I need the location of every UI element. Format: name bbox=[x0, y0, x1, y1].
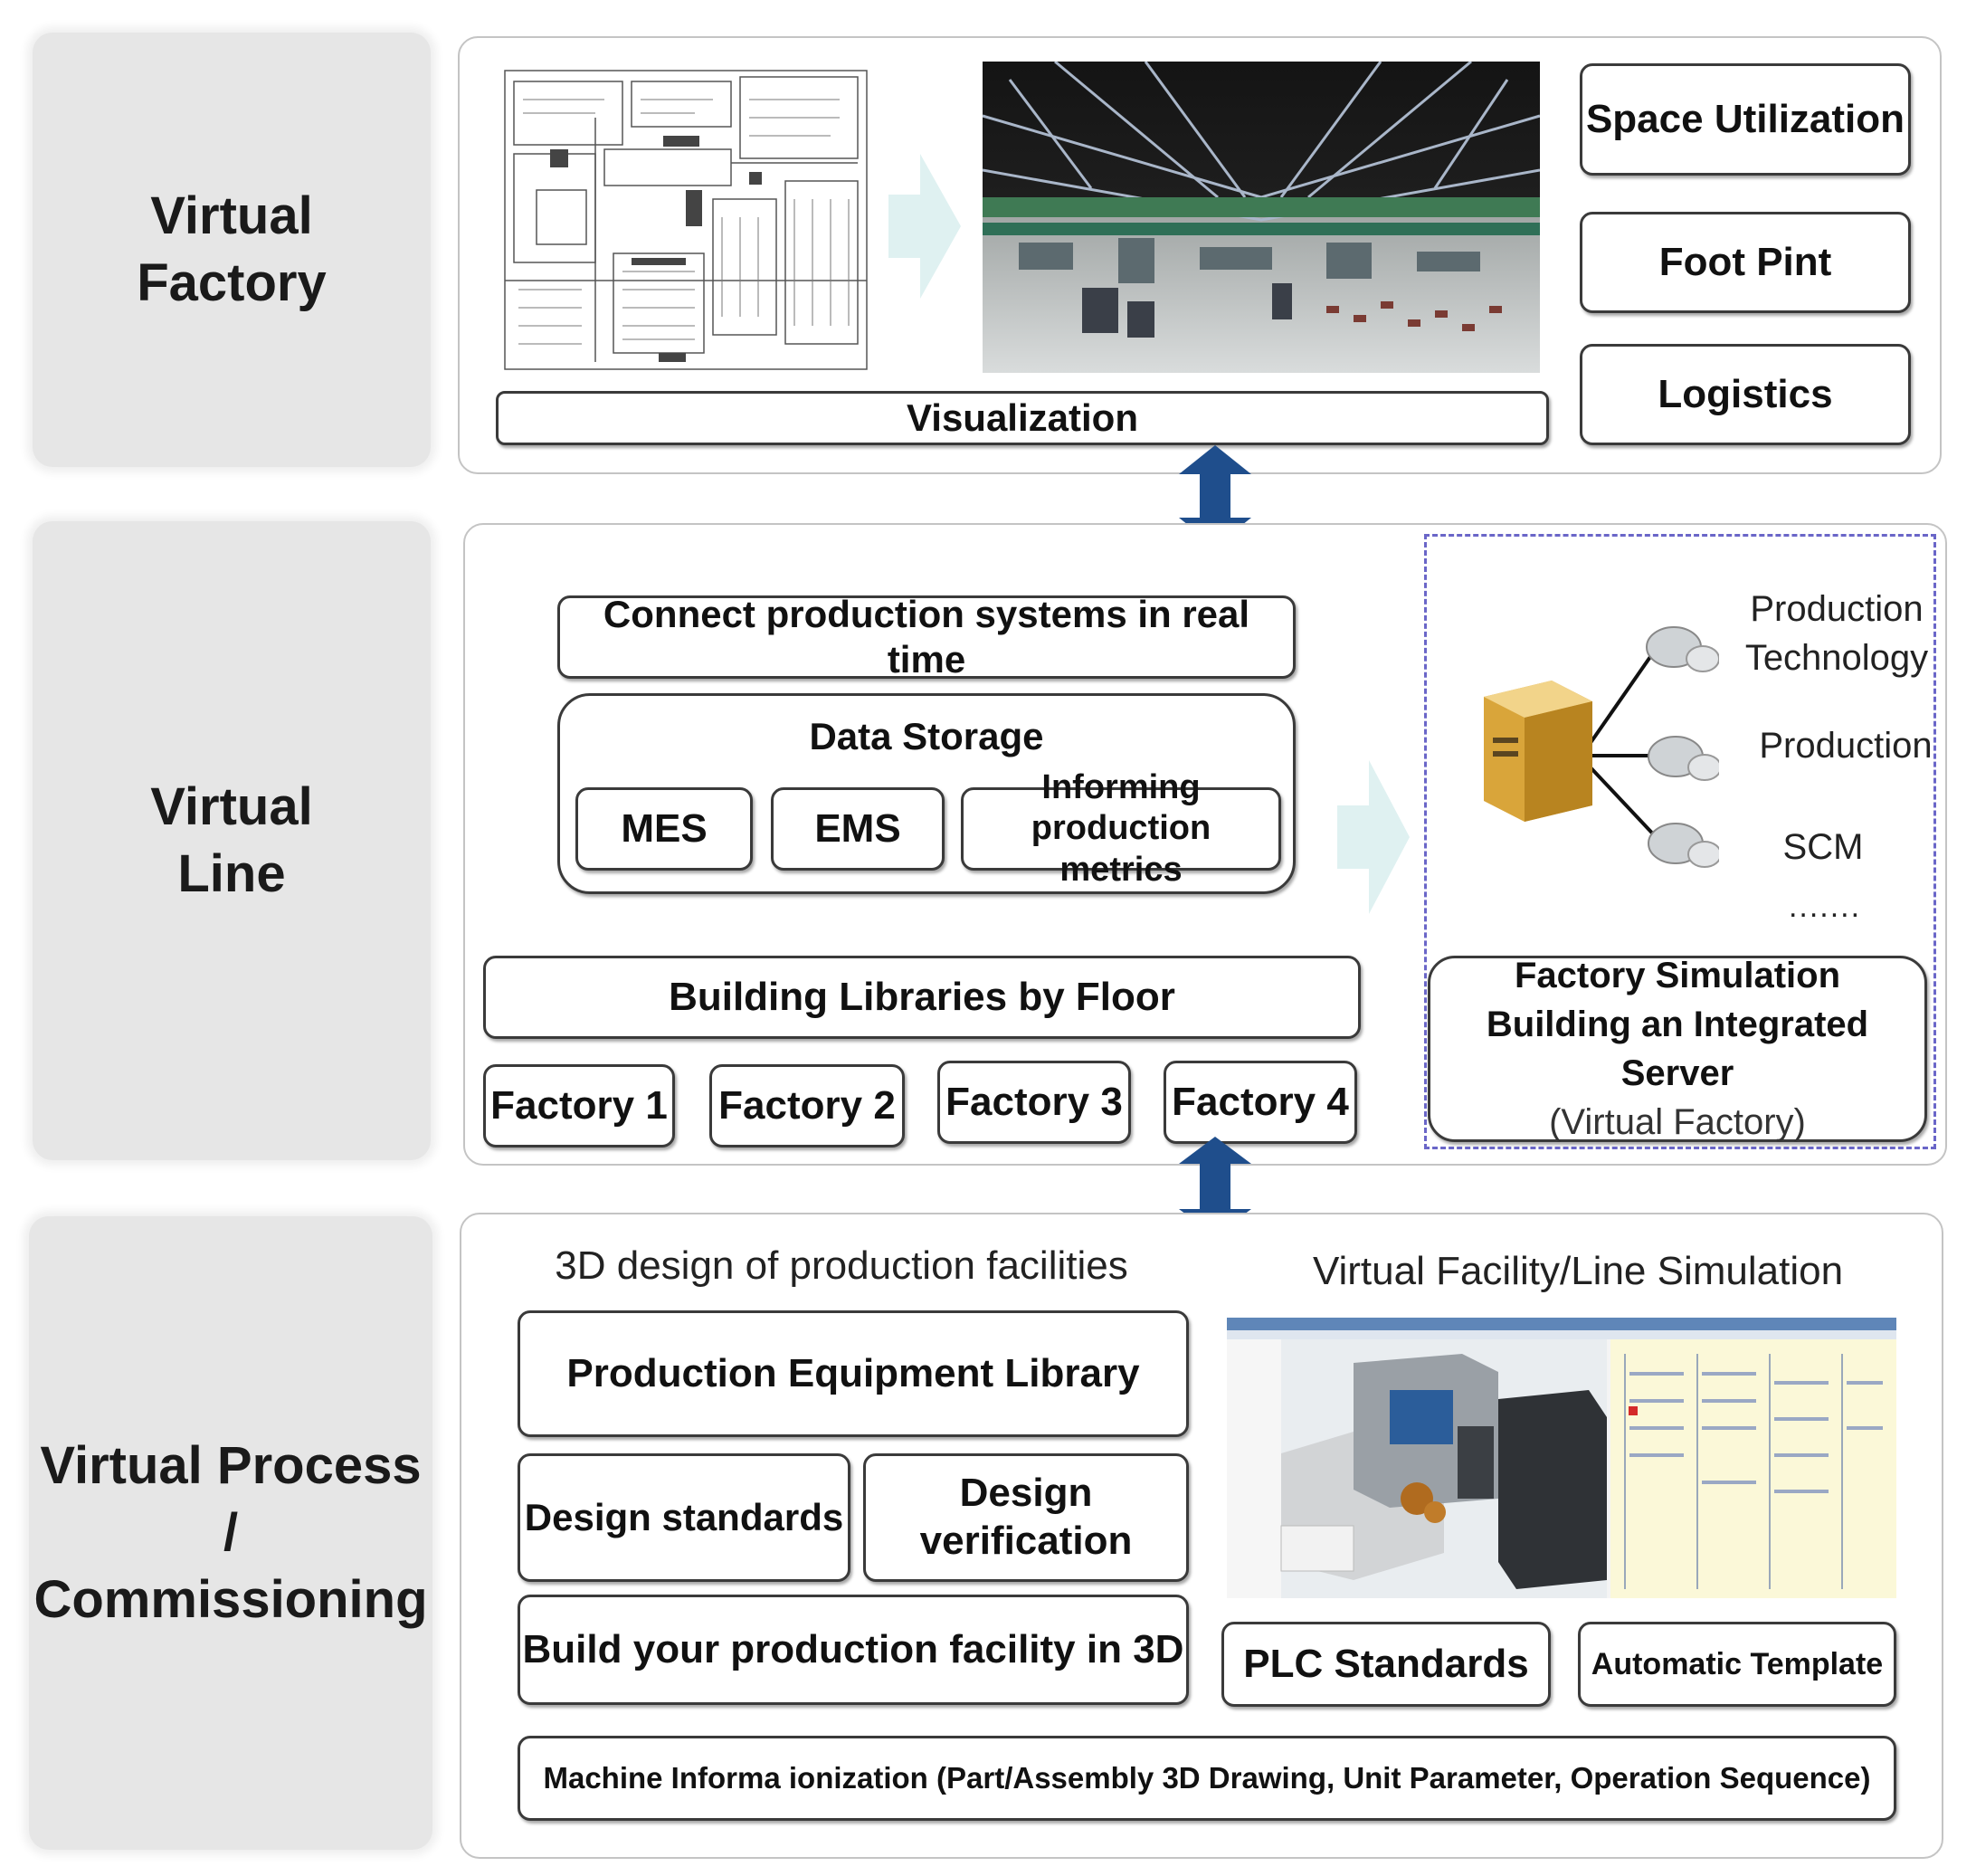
mes-box: MES bbox=[575, 787, 753, 871]
foot-print-label: Foot Pint bbox=[1658, 239, 1832, 284]
plc-standards-box: PLC Standards bbox=[1221, 1622, 1551, 1707]
space-utilization-box: Space Utilization bbox=[1580, 63, 1911, 176]
design-verification-label: Design verification bbox=[919, 1471, 1133, 1563]
automatic-template-box: Automatic Template bbox=[1578, 1622, 1896, 1707]
node-production: Production bbox=[1755, 720, 1936, 771]
simulation-heading: Virtual Facility/Line Simulation bbox=[1270, 1243, 1886, 1300]
node-more-label: ....... bbox=[1788, 889, 1862, 924]
node-label: SCM bbox=[1782, 826, 1864, 867]
factory-3d-render bbox=[983, 62, 1540, 373]
node-label: Production Technology bbox=[1744, 589, 1929, 678]
design-heading-label: 3D design of production facilities bbox=[555, 1243, 1128, 1288]
machine-info-label: Machine Informa ionization (Part/Assembl… bbox=[543, 1761, 1871, 1795]
equipment-library-box: Production Equipment Library bbox=[518, 1310, 1189, 1437]
double-arrow-icon bbox=[1179, 1137, 1251, 1236]
design-heading: 3D design of production facilities bbox=[525, 1238, 1158, 1294]
floor-plan-drawing bbox=[496, 63, 876, 380]
building-libraries-box: Building Libraries by Floor bbox=[483, 956, 1361, 1039]
factory-3-box: Factory 3 bbox=[937, 1061, 1131, 1144]
category-label: Virtual Factory bbox=[137, 186, 327, 312]
connect-realtime-label: Connect production systems in real time bbox=[603, 592, 1250, 681]
category-virtual-line: Virtual Line bbox=[33, 521, 431, 1160]
plc-standards-label: PLC Standards bbox=[1243, 1641, 1529, 1686]
category-label: Virtual Process / Commissioning bbox=[33, 1435, 428, 1630]
server-title-line3: (Virtual Factory) bbox=[1549, 1102, 1806, 1142]
server-network-diagram bbox=[1484, 626, 1719, 868]
node-label: Production bbox=[1759, 725, 1933, 766]
foot-print-box: Foot Pint bbox=[1580, 212, 1911, 313]
automatic-template-label: Automatic Template bbox=[1591, 1646, 1884, 1681]
design-verification-box: Design verification bbox=[863, 1453, 1189, 1582]
design-standards-label: Design standards bbox=[524, 1495, 844, 1538]
factory-3-label: Factory 3 bbox=[945, 1079, 1123, 1124]
factory-2-label: Factory 2 bbox=[718, 1082, 896, 1128]
factory-4-box: Factory 4 bbox=[1164, 1061, 1357, 1144]
category-label: Virtual Line bbox=[150, 776, 313, 903]
double-arrow-icon bbox=[1179, 445, 1251, 547]
flow-arrow-icon bbox=[888, 154, 961, 299]
equipment-library-label: Production Equipment Library bbox=[566, 1350, 1140, 1395]
factory-4-label: Factory 4 bbox=[1172, 1079, 1349, 1124]
space-utilization-label: Space Utilization bbox=[1585, 96, 1905, 141]
data-storage-label: Data Storage bbox=[809, 715, 1044, 757]
connect-realtime-box: Connect production systems in real time bbox=[557, 593, 1296, 681]
simulation-screenshot bbox=[1227, 1318, 1896, 1598]
design-standards-box: Design standards bbox=[518, 1453, 850, 1582]
machine-info-box: Machine Informa ionization (Part/Assembl… bbox=[518, 1736, 1896, 1821]
server-title-line1: Factory Simulation bbox=[1514, 956, 1841, 995]
factory-1-box: Factory 1 bbox=[483, 1064, 675, 1148]
ems-box: EMS bbox=[771, 787, 945, 871]
mes-label: MES bbox=[621, 805, 708, 851]
category-virtual-process: Virtual Process / Commissioning bbox=[29, 1216, 432, 1850]
factory-1-label: Factory 1 bbox=[490, 1082, 668, 1128]
ems-label: EMS bbox=[814, 805, 901, 851]
node-production-technology: Production Technology bbox=[1737, 583, 1936, 684]
node-scm: SCM bbox=[1773, 822, 1873, 872]
integrated-server-region bbox=[1424, 534, 1936, 1149]
factory-2-box: Factory 2 bbox=[709, 1064, 905, 1148]
informing-metrics-label: Informing production metrics bbox=[1031, 767, 1211, 889]
cloud-node-icon bbox=[1646, 626, 1719, 672]
building-libraries-label: Building Libraries by Floor bbox=[669, 974, 1175, 1019]
node-more: ....... bbox=[1775, 889, 1875, 924]
category-virtual-factory: Virtual Factory bbox=[33, 33, 431, 467]
simulation-heading-label: Virtual Facility/Line Simulation bbox=[1312, 1249, 1844, 1293]
visualization-label: Visualization bbox=[907, 395, 1138, 439]
logistics-box: Logistics bbox=[1580, 344, 1911, 445]
informing-metrics-box: Informing production metrics bbox=[961, 768, 1281, 889]
build-3d-box: Build your production facility in 3D bbox=[518, 1595, 1189, 1705]
server-title-line2: Building an Integrated Server bbox=[1486, 1005, 1869, 1093]
flow-arrow-icon bbox=[1337, 760, 1410, 914]
logistics-label: Logistics bbox=[1658, 371, 1833, 416]
visualization-box: Visualization bbox=[496, 391, 1549, 445]
integrated-server-box: Factory Simulation Building an Integrate… bbox=[1428, 956, 1927, 1142]
build-3d-label: Build your production facility in 3D bbox=[522, 1626, 1184, 1671]
